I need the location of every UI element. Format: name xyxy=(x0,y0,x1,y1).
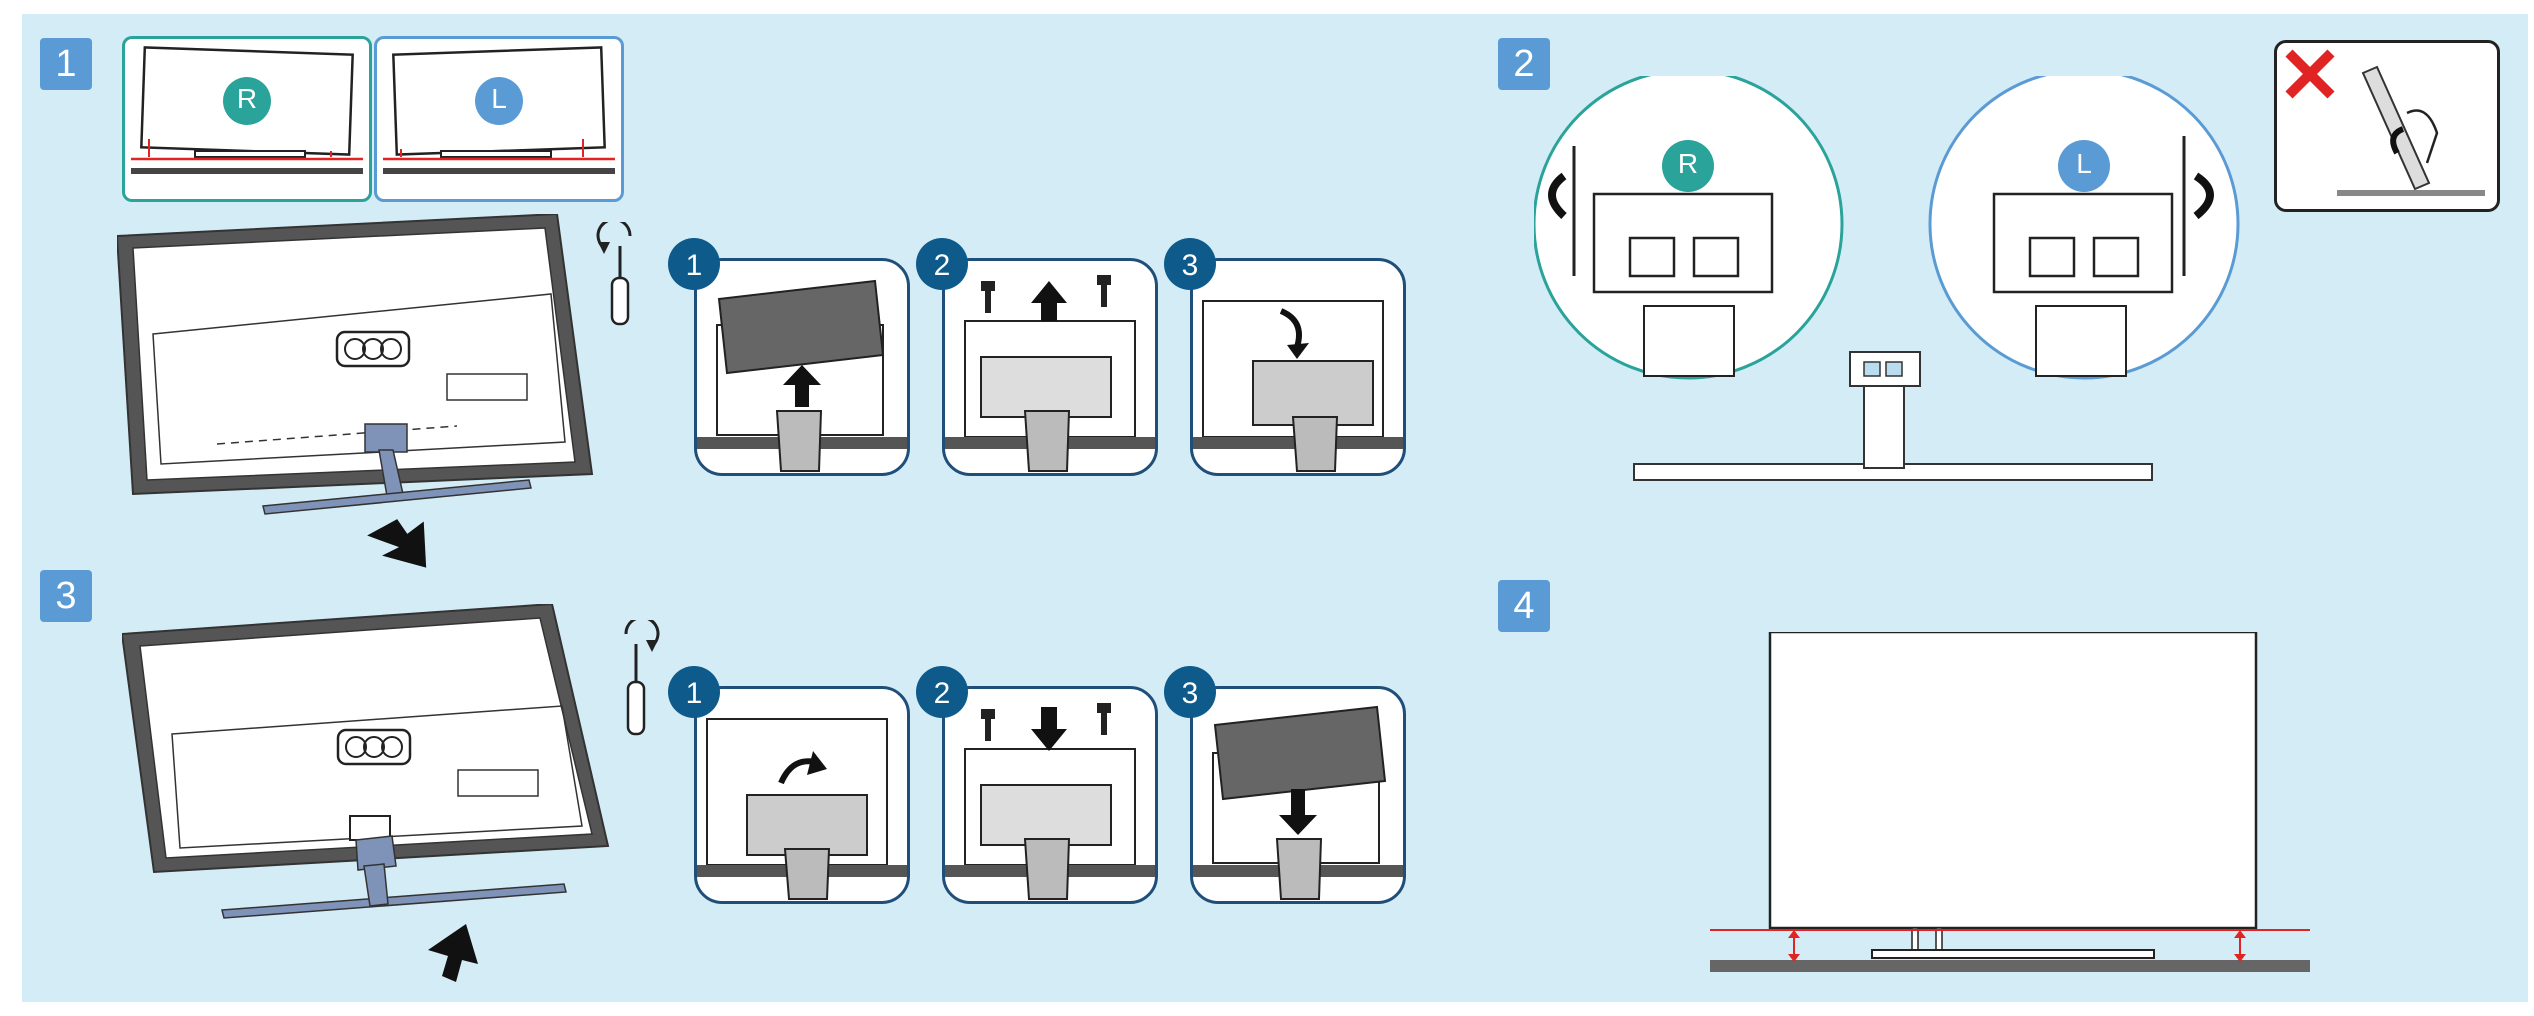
step1-detail-2 xyxy=(942,258,1158,476)
screwdriver-counterclockwise-icon xyxy=(596,222,632,326)
sub-badge-1-label: 1 xyxy=(686,249,703,282)
sub-badge-3-label: 3 xyxy=(1182,677,1199,710)
step2-label-L: L xyxy=(2076,148,2092,179)
label-R: R xyxy=(236,83,258,114)
step2-label-R: R xyxy=(1677,148,1699,179)
step-4-badge: 4 xyxy=(1498,580,1550,632)
thumbnail-right-tilt: R xyxy=(122,36,372,202)
tv-front-leveled xyxy=(1710,632,2310,972)
arrow-up-icon xyxy=(428,924,478,982)
sub-badge-1 xyxy=(668,666,720,718)
step-2-badge: 2 xyxy=(1498,38,1550,90)
diagram-panel: 1 R L xyxy=(22,14,2528,1002)
thumbnail-left-tilt: L xyxy=(374,36,624,202)
x-mark-icon xyxy=(2285,49,2335,99)
step3-detail-3 xyxy=(1190,686,1406,904)
screwdriver-clockwise-icon xyxy=(624,620,660,736)
step-1-badge: 1 xyxy=(40,38,92,90)
sub-badge-3 xyxy=(1164,238,1216,290)
tv-back-view-step1 xyxy=(117,214,594,515)
tv-back-view-step3 xyxy=(122,604,610,919)
step1-detail-3 xyxy=(1190,258,1406,476)
sub-badge-1 xyxy=(668,238,720,290)
step3-detail-2 xyxy=(942,686,1158,904)
sub-badge-2 xyxy=(916,238,968,290)
sub-badge-3-label: 3 xyxy=(1182,249,1199,282)
sub-badge-2-label: 2 xyxy=(934,249,951,282)
step1-sub-badges: 1 2 3 xyxy=(668,238,1216,290)
stand-neck-detail xyxy=(1534,76,2240,481)
step1-detail-1 xyxy=(694,258,910,476)
arrow-down-icon xyxy=(367,519,427,568)
sub-badge-2-label: 2 xyxy=(934,677,951,710)
step-3-badge: 3 xyxy=(40,570,92,622)
sub-badge-1-label: 1 xyxy=(686,677,703,710)
label-L: L xyxy=(491,83,507,114)
step3-detail-1 xyxy=(694,686,910,904)
sub-badge-2 xyxy=(916,666,968,718)
warning-panel xyxy=(2274,40,2500,212)
step3-sub-badges: 1 2 3 xyxy=(668,666,1216,718)
sub-badge-3 xyxy=(1164,666,1216,718)
